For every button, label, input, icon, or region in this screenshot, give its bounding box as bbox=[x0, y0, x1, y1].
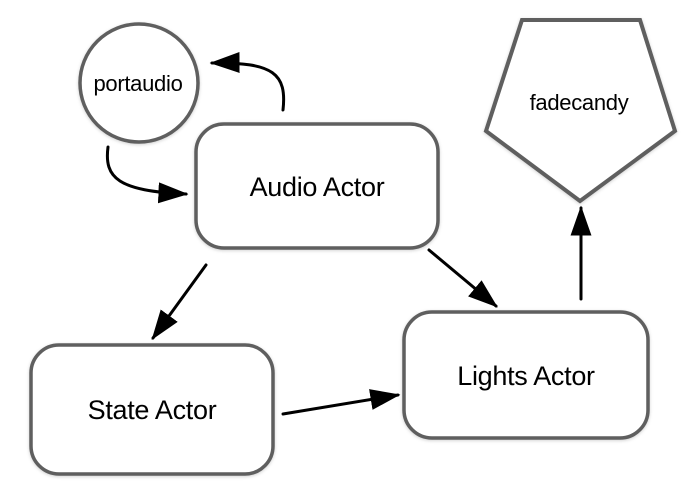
fadecandy-pentagon-shape[interactable] bbox=[483, 18, 678, 204]
edges bbox=[105, 52, 592, 416]
node-lights-actor-label: Lights Actor bbox=[457, 361, 595, 391]
portaudio-circle-shape[interactable] bbox=[78, 22, 200, 144]
node-state-actor-label: State Actor bbox=[88, 395, 217, 425]
lights-actor-rect-shape[interactable] bbox=[402, 310, 650, 440]
node-portaudio[interactable]: portaudio bbox=[78, 22, 200, 144]
edge-audio-actor-to-portaudio[interactable] bbox=[209, 52, 286, 112]
edge-audio-actor-to-state-actor[interactable] bbox=[151, 263, 208, 340]
node-fadecandy-label: fadecandy bbox=[530, 90, 629, 115]
node-audio-actor-label: Audio Actor bbox=[250, 172, 385, 202]
node-fadecandy[interactable]: fadecandy bbox=[483, 18, 678, 204]
node-portaudio-label: portaudio bbox=[93, 71, 182, 96]
edge-audio-actor-to-lights-actor[interactable] bbox=[427, 248, 498, 308]
node-state-actor[interactable]: State Actor bbox=[29, 343, 275, 476]
edge-state-actor-to-lights-actor[interactable] bbox=[281, 389, 401, 416]
node-lights-actor[interactable]: Lights Actor bbox=[402, 310, 650, 440]
nodes: portaudio Audio Actor fadecandy State Ac… bbox=[29, 18, 678, 476]
edge-portaudio-to-audio-actor[interactable] bbox=[105, 145, 189, 204]
node-audio-actor[interactable]: Audio Actor bbox=[194, 122, 440, 250]
audio-actor-rect-shape[interactable] bbox=[194, 122, 440, 250]
state-actor-rect-shape[interactable] bbox=[29, 343, 275, 476]
